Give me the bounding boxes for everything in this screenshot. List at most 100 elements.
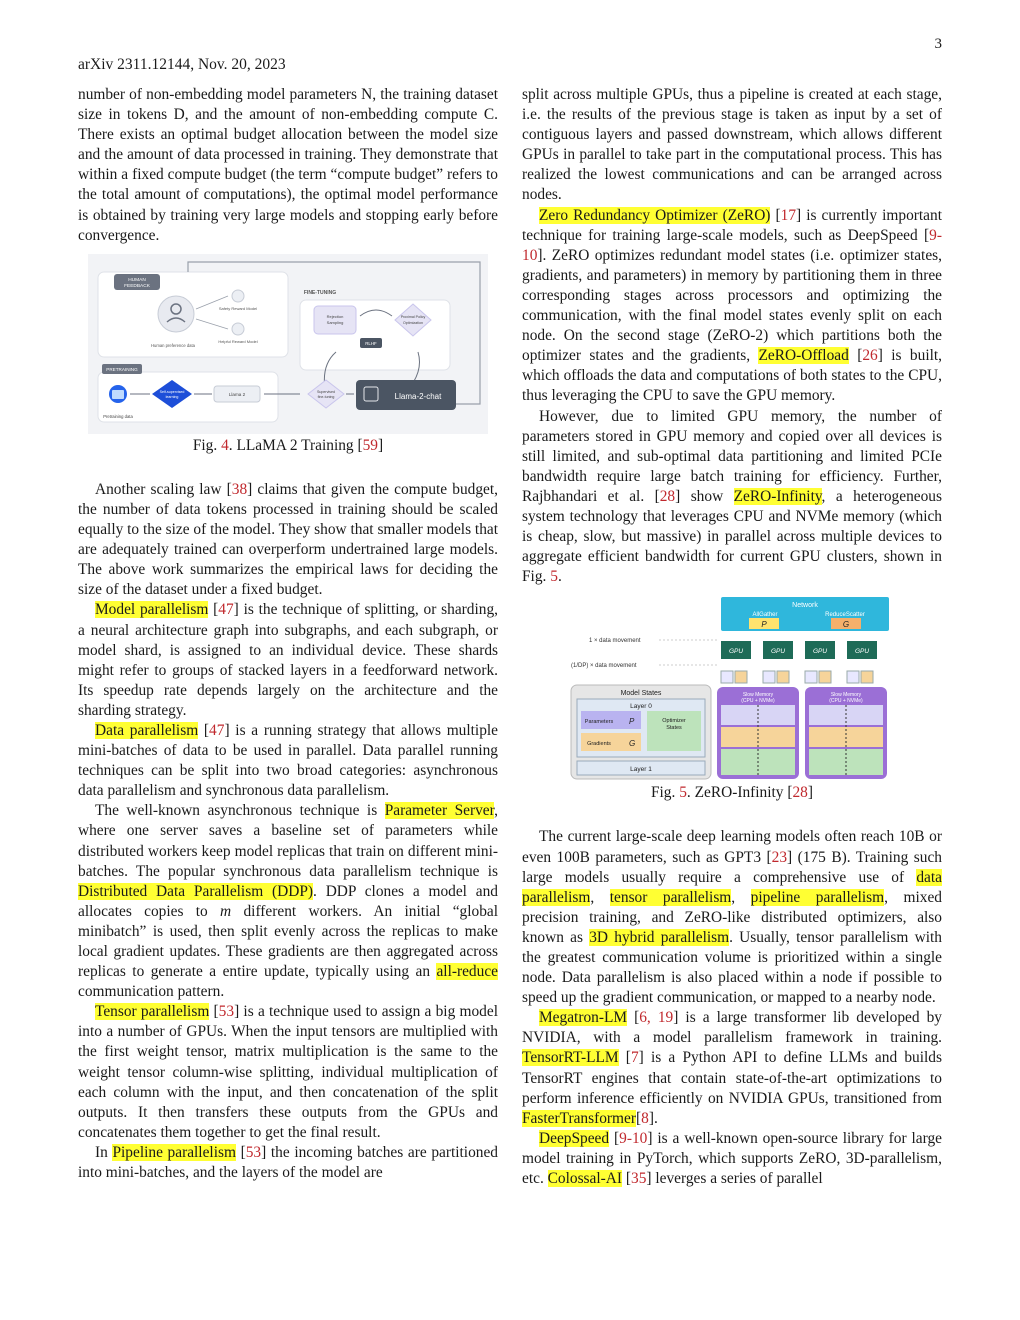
svg-text:AllGather: AllGather: [752, 612, 777, 618]
svg-text:Human preference data: Human preference data: [151, 343, 196, 348]
highlight-deepspeed: DeepSpeed: [539, 1129, 610, 1147]
svg-text:RLHF: RLHF: [365, 341, 377, 346]
paragraph-megatron: Megatron-LM [6, 19] is a large transform…: [522, 1009, 943, 1127]
citation-link[interactable]: 28: [659, 487, 676, 505]
svg-text:Rejection: Rejection: [327, 314, 344, 319]
svg-text:learning: learning: [166, 395, 179, 399]
figure-5: Network AllGather ReduceScatter P G 1 × …: [522, 595, 942, 803]
citation-link[interactable]: 28: [792, 784, 808, 802]
citation-link[interactable]: 47: [209, 721, 225, 739]
paragraph-scaling-law-intro: number of non-embedding model parameters…: [78, 86, 498, 244]
citation-link[interactable]: 47: [218, 601, 234, 619]
paragraph-tensor-parallelism: Tensor parallelism [53] is a technique u…: [78, 1003, 498, 1141]
highlight-pipeline-parallelism: pipeline parallelism: [750, 888, 885, 906]
svg-text:Sampling: Sampling: [327, 320, 344, 325]
svg-text:GPU: GPU: [729, 648, 743, 655]
svg-text:Proximal Policy: Proximal Policy: [401, 315, 426, 319]
svg-text:Network: Network: [792, 602, 818, 609]
paragraph-parameter-server: The well-known asynchronous technique is…: [78, 802, 498, 1001]
highlight-ddp: Distributed Data Parallelism (DDP): [78, 882, 314, 900]
citation-link[interactable]: 8: [641, 1109, 649, 1127]
citation-link[interactable]: 35: [631, 1170, 647, 1188]
svg-text:Helpful Reward Model: Helpful Reward Model: [218, 339, 257, 344]
llama2-training-diagram: HUMAN FEEDBACK Human preference data Saf…: [88, 253, 488, 434]
svg-text:Slow Memory: Slow Memory: [743, 692, 774, 698]
highlight-tensorrt-llm: TensorRT-LLM: [522, 1049, 619, 1067]
paragraph-data-parallelism: Data parallelism [47] is a running strat…: [78, 721, 498, 800]
svg-text:P: P: [761, 620, 767, 629]
highlight-parameter-server: Parameter Server: [384, 802, 495, 820]
citation-link[interactable]: 59: [362, 436, 378, 454]
highlight-colossal-ai: Colossal-AI: [547, 1170, 623, 1188]
svg-text:Optimization: Optimization: [403, 321, 423, 325]
slow-memory-node-1: Slow Memory (CPU + NVMe): [717, 687, 799, 780]
citation-link[interactable]: 17: [780, 206, 797, 224]
svg-text:Layer 1: Layer 1: [630, 766, 652, 773]
svg-text:GPU: GPU: [813, 648, 827, 655]
arxiv-header: arXiv 2311.12144, Nov. 20, 2023: [78, 56, 286, 73]
slow-memory-node-2: Slow Memory (CPU + NVMe): [805, 687, 887, 780]
svg-text:GPU: GPU: [771, 648, 785, 655]
citation-link[interactable]: 53: [218, 1003, 235, 1021]
right-column: split across multiple GPUs, thus a pipel…: [522, 85, 942, 1189]
svg-text:(CPU + NVMe): (CPU + NVMe): [829, 698, 863, 704]
svg-text:G: G: [843, 620, 849, 629]
highlight-pipeline-parallelism: Pipeline parallelism: [112, 1143, 236, 1161]
figure-4-number-link[interactable]: 4: [221, 436, 229, 454]
svg-text:Self-supervised: Self-supervised: [160, 390, 185, 394]
svg-text:PRETRAINING: PRETRAINING: [106, 367, 138, 372]
svg-text:Pretraining data: Pretraining data: [103, 414, 133, 419]
figure-4: HUMAN FEEDBACK Human preference data Saf…: [78, 253, 498, 456]
gpu-row: GPU GPU GPU GPU: [721, 641, 877, 660]
citation-link[interactable]: 9-10: [619, 1129, 648, 1147]
svg-text:Gradients: Gradients: [587, 741, 611, 747]
svg-text:GPU: GPU: [855, 648, 869, 655]
svg-text:States: States: [666, 725, 682, 731]
paragraph-pipeline-cont: split across multiple GPUs, thus a pipel…: [522, 86, 942, 204]
figure-4-caption: Fig. 4. LLaMA 2 Training [59]: [192, 436, 384, 454]
svg-text:ReduceScatter: ReduceScatter: [825, 612, 865, 618]
citation-link[interactable]: 7: [630, 1049, 639, 1067]
paragraph-pipeline-parallelism: In Pipeline parallelism [53] the incomin…: [78, 1143, 498, 1182]
svg-text:Safety Reward Model: Safety Reward Model: [219, 306, 257, 311]
citation-link[interactable]: 38: [231, 480, 248, 498]
paragraph-model-parallelism: Model parallelism [47] is the technique …: [78, 601, 498, 719]
page-number: 3: [934, 36, 943, 52]
highlight-zero-infinity: ZeRO-Infinity: [733, 487, 822, 505]
citation-link[interactable]: 9-10: [522, 226, 942, 264]
highlight-zero: Zero Redundancy Optimizer (ZeRO): [539, 206, 771, 224]
highlight-data-parallelism: Data parallelism: [95, 721, 199, 739]
figure-5-link[interactable]: 5: [550, 568, 558, 586]
highlight-all-reduce: all-reduce: [436, 963, 498, 981]
svg-text:(1/DP) × data movement: (1/DP) × data movement: [571, 663, 637, 669]
citation-link[interactable]: 26: [862, 347, 878, 365]
zero-infinity-diagram: Network AllGather ReduceScatter P G 1 × …: [570, 597, 889, 780]
highlight-fastertransformer: FasterTransformer: [522, 1109, 636, 1127]
svg-text:Supervised: Supervised: [317, 390, 335, 394]
paragraph-deepspeed: DeepSpeed [9-10] is a well-known open-so…: [522, 1129, 942, 1188]
highlight-model-parallelism: Model parallelism: [95, 601, 209, 619]
highlight-tensor-parallelism: tensor parallelism: [609, 888, 732, 906]
svg-text:P: P: [629, 717, 635, 726]
paragraph-zero: Zero Redundancy Optimizer (ZeRO) [17] is…: [522, 206, 942, 405]
paragraph-zero-infinity: However, due to limited GPU memory, the …: [522, 407, 942, 586]
svg-text:Llama-2-chat: Llama-2-chat: [395, 392, 442, 401]
highlight-3d-hybrid: 3D hybrid parallelism: [589, 928, 730, 946]
hf-label-2: FEEDBACK: [124, 283, 151, 289]
citation-link[interactable]: 53: [245, 1143, 262, 1161]
paragraph-large-models: The current large-scale deep learning mo…: [522, 828, 942, 1007]
svg-text:1 × data movement: 1 × data movement: [589, 638, 641, 644]
svg-text:G: G: [629, 739, 635, 748]
hf-label-1: HUMAN: [128, 277, 146, 283]
figure-5-number-link[interactable]: 5: [679, 784, 687, 802]
svg-text:Parameters: Parameters: [585, 719, 614, 725]
citation-link[interactable]: 23: [771, 848, 788, 866]
svg-text:(CPU + NVMe): (CPU + NVMe): [741, 698, 775, 704]
svg-text:Optimizer: Optimizer: [662, 718, 686, 724]
svg-text:Slow Memory: Slow Memory: [831, 692, 862, 698]
highlight-tensor-parallelism: Tensor parallelism: [95, 1003, 210, 1021]
highlight-megatron: Megatron-LM: [539, 1009, 628, 1027]
citation-link[interactable]: 6, 19: [639, 1009, 674, 1027]
svg-text:fine-tuning: fine-tuning: [318, 395, 335, 399]
svg-text:FINE-TUNING: FINE-TUNING: [304, 290, 336, 296]
